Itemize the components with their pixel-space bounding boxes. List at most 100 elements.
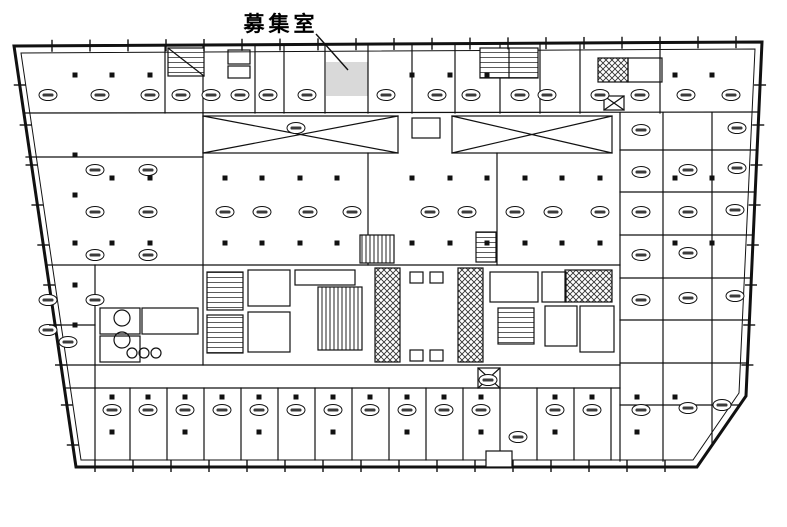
column-marker [447, 240, 453, 246]
column-marker [256, 394, 262, 400]
column-marker [672, 175, 678, 181]
room-number-badge [457, 206, 477, 218]
room-number-badge [631, 206, 651, 218]
room-number-badge [725, 204, 745, 216]
room-number-badge [630, 89, 650, 101]
column-marker [409, 240, 415, 246]
room-number-badge [631, 166, 651, 178]
column-marker [256, 429, 262, 435]
column-marker [219, 394, 225, 400]
column-marker [672, 394, 678, 400]
room-number-badge [85, 164, 105, 176]
room-number-badge [727, 162, 747, 174]
room-number-badge [230, 89, 250, 101]
column-grid [72, 72, 715, 435]
column-marker [484, 240, 490, 246]
room-number-badge [297, 89, 317, 101]
wall-ticks [13, 36, 767, 472]
column-marker [478, 429, 484, 435]
column-marker [559, 175, 565, 181]
column-marker [589, 394, 595, 400]
column-marker [109, 240, 115, 246]
room-number-badge [215, 206, 235, 218]
column-marker [72, 240, 78, 246]
room-number-badge [38, 89, 58, 101]
column-marker [709, 175, 715, 181]
room-number-badge [258, 89, 278, 101]
room-number-badge [508, 431, 528, 443]
room-number-badge [138, 404, 158, 416]
room-number-badge [505, 206, 525, 218]
room-number-badge [678, 247, 698, 259]
service-core [99, 267, 615, 389]
column-marker [409, 72, 415, 78]
room-number-badge [537, 89, 557, 101]
column-marker [334, 240, 340, 246]
column-marker [222, 175, 228, 181]
column-marker [259, 175, 265, 181]
room-number-badge [252, 206, 272, 218]
vacant-room-highlight[interactable] [326, 62, 368, 96]
room-number-badge [90, 89, 110, 101]
column-marker [441, 394, 447, 400]
column-marker [72, 152, 78, 158]
column-marker [552, 394, 558, 400]
column-marker [147, 240, 153, 246]
room-number-badge [631, 124, 651, 136]
vacancy-label: 募集室 [243, 12, 319, 36]
column-marker [634, 429, 640, 435]
column-marker [109, 72, 115, 78]
leader-line [315, 33, 349, 71]
room-number-badge [140, 89, 160, 101]
column-marker [672, 72, 678, 78]
room-number-badge [434, 404, 454, 416]
room-number-badge [286, 404, 306, 416]
column-marker [72, 322, 78, 328]
bottom-wall-notch [485, 450, 513, 468]
column-marker [478, 394, 484, 400]
room-number-badge [249, 404, 269, 416]
column-marker [109, 429, 115, 435]
room-number-badge [478, 374, 498, 386]
column-marker [522, 240, 528, 246]
room-number-badge [102, 404, 122, 416]
room-number-badge [590, 206, 610, 218]
room-number-badge [471, 404, 491, 416]
room-number-badge [342, 206, 362, 218]
column-marker [297, 175, 303, 181]
room-number-badge [85, 206, 105, 218]
column-marker [72, 192, 78, 198]
room-number-badge [38, 324, 58, 336]
column-marker [330, 429, 336, 435]
room-number-badge [38, 294, 58, 306]
room-number-badge [175, 404, 195, 416]
room-number-badge [171, 89, 191, 101]
room-number-badge [678, 206, 698, 218]
column-marker [672, 240, 678, 246]
column-marker [404, 394, 410, 400]
room-number-badge [631, 404, 651, 416]
room-number-badge [298, 206, 318, 218]
room-number-badge [138, 249, 158, 261]
column-marker [367, 394, 373, 400]
room-number-badge [85, 294, 105, 306]
column-marker [522, 175, 528, 181]
room-number-badge [58, 336, 78, 348]
column-marker [404, 429, 410, 435]
room-number-badge [138, 206, 158, 218]
column-marker [293, 394, 299, 400]
room-number-badge [420, 206, 440, 218]
room-number-badge [286, 122, 306, 134]
room-number-badge [201, 89, 221, 101]
column-marker [552, 429, 558, 435]
room-number-badge [678, 292, 698, 304]
room-number-badges [38, 89, 747, 443]
column-marker [597, 240, 603, 246]
column-marker [222, 240, 228, 246]
room-number-badge [376, 89, 396, 101]
column-marker [334, 175, 340, 181]
braced-void-zone [202, 115, 613, 154]
column-marker [484, 72, 490, 78]
